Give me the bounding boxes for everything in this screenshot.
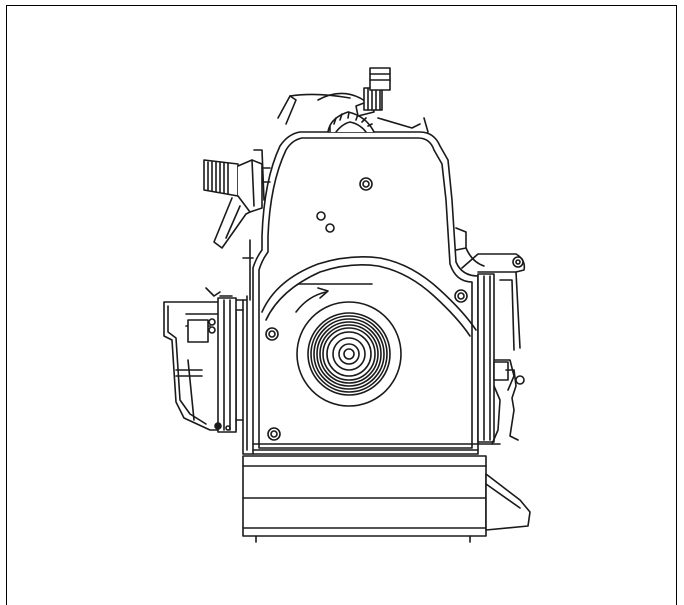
screw-icon <box>265 327 279 341</box>
screw-icon <box>359 177 373 191</box>
machine-base <box>242 455 531 543</box>
body-screws <box>265 177 468 441</box>
top-dial-assembly <box>277 67 429 133</box>
rotation-arrow-icon <box>317 287 329 299</box>
left-tension-knob <box>203 149 271 249</box>
hole-icon <box>325 223 335 233</box>
left-front-mechanism <box>163 287 247 433</box>
screw-icon <box>454 289 468 303</box>
figure-frame <box>6 5 677 605</box>
handwheel <box>296 301 402 407</box>
screw-icon <box>267 427 281 441</box>
hole-icon <box>316 211 326 221</box>
handwheel-cover <box>261 256 477 337</box>
right-side-mechanism <box>455 227 526 445</box>
